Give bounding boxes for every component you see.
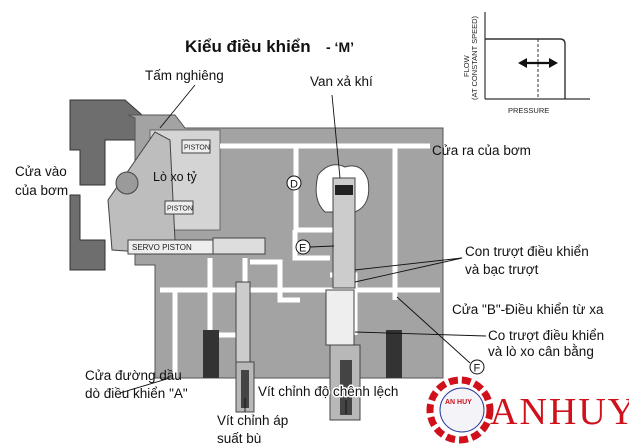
servo-spring	[212, 237, 266, 255]
y-axis-label-sub: (AT CONSTANT SPEED)	[470, 15, 479, 100]
piston-top-label: PISTON	[184, 145, 210, 152]
servo-piston-label: SERVO PISTON	[132, 243, 192, 252]
compensator-screw-label-2: suất bù	[217, 431, 261, 446]
bleed-valve-element	[335, 185, 353, 195]
swash-pivot	[115, 171, 139, 195]
pump-inlet-label-1: Cửa vào	[15, 164, 67, 179]
spool-sleeve	[325, 289, 355, 346]
control-spool	[332, 177, 356, 289]
svg-text:F: F	[474, 363, 481, 375]
double-arrow-icon	[518, 58, 558, 68]
plug-b	[386, 330, 402, 378]
piston-bottom	[164, 200, 194, 215]
piston-top	[181, 139, 211, 154]
pump-inlet-label-2: của bơm	[15, 183, 68, 198]
point-f: F	[469, 359, 485, 375]
flow-curve	[485, 38, 566, 99]
gear-icon	[426, 376, 494, 444]
spool-sleeve-label-1: Con trượt điều khiển	[465, 244, 589, 259]
anhuy-logo: AN HUY ANHUY	[426, 376, 629, 444]
spool-sleeve-label-2: và bạc trượt	[465, 262, 539, 277]
piston-bottom-label: PISTON	[167, 206, 193, 213]
x-axis-label: PRESSURE	[508, 106, 549, 115]
compensator-spool	[235, 281, 251, 363]
pump-outlet-label: Cửa ra của bơm	[432, 143, 531, 158]
differential-screw-label: Vít chỉnh độ chênh lệch	[258, 384, 398, 399]
diagram-title-suffix: - ‘M’	[326, 39, 354, 55]
bleed-valve-label: Van xả khí	[310, 74, 373, 89]
globe-icon	[439, 387, 485, 433]
logo-wordmark: ANHUY	[490, 391, 629, 433]
bias-spring-label: Lò xo tỷ	[153, 170, 198, 184]
swashplate-label: Tấm nghiêng	[145, 68, 224, 83]
port-a-label-2: dò điều khiển "A"	[85, 386, 188, 401]
point-d: D	[286, 175, 302, 191]
flow-pressure-inset-chart: FLOW (AT CONSTANT SPEED) PRESSURE	[462, 12, 590, 115]
differential-screw	[340, 360, 352, 415]
pump-housing	[69, 99, 151, 271]
svg-text:AN HUY: AN HUY	[445, 399, 472, 406]
svg-text:D: D	[290, 179, 298, 191]
leader-lines	[119, 84, 487, 414]
diagram-title: Kiểu điều khiển	[185, 37, 311, 56]
compensator-screw	[241, 370, 249, 408]
spool-spring-label-1: Co trượt điều khiển	[488, 328, 604, 343]
y-axis-label: FLOW	[462, 54, 471, 77]
port-a-label-1: Cửa đường dầu	[85, 368, 182, 383]
spool-spring-label-2: và lò xo cân bằng	[488, 344, 594, 359]
point-e: E	[295, 239, 311, 255]
plug-a	[203, 330, 219, 378]
port-b-label: Cửa "B"-Điều khiển từ xa	[452, 302, 604, 317]
compensator-screw-label-1: Vít chỉnh áp	[217, 413, 288, 428]
svg-text:E: E	[299, 243, 306, 255]
